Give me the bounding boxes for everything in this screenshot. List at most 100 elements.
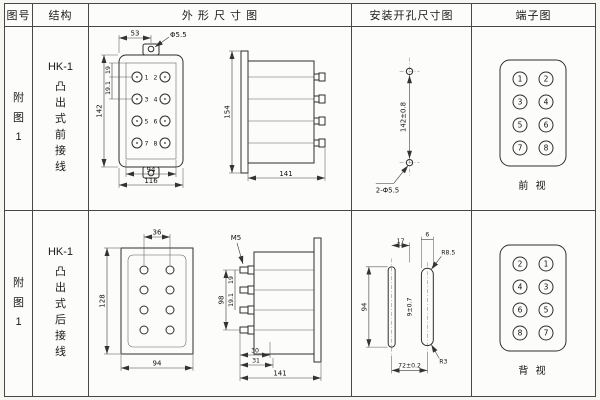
side-studs <box>313 72 326 148</box>
dim-label: M5 <box>231 234 242 242</box>
terminal-numbers: 1 2 3 4 5 6 7 8 <box>145 75 158 148</box>
front-view-dimensions: 53 Φ5.5 142 19 19.1 94 <box>96 30 187 188</box>
spec-table: 图号 结构 外 形 尺 寸 图 安装开孔尺寸图 端子图 附 图 1 HK-1 凸… <box>4 3 596 397</box>
row2-terminal-cell: 2 1 4 3 6 5 8 7 背 视 <box>472 211 595 396</box>
terminal-number: 7 <box>517 144 522 153</box>
row1-terminal-cell: 1 2 3 4 5 6 7 8 前 视 <box>472 27 595 211</box>
terminal-number: 4 <box>517 283 522 292</box>
dim-label: 31 <box>252 358 260 365</box>
terminal-number: 4 <box>154 97 158 104</box>
outline-front-wiring-drawing: 1 2 3 4 5 6 7 8 53 Φ5.5 <box>96 30 326 188</box>
dim-label: 94 <box>153 360 162 368</box>
terminal-number: 3 <box>517 98 522 107</box>
view-label: 前 视 <box>518 179 547 192</box>
dim-label: 19.1 <box>105 81 112 95</box>
terminal-number: 5 <box>543 306 548 315</box>
dim-label: R3 <box>439 358 447 365</box>
rear-side-view: M5 98 19 19.1 30 31 141 <box>218 234 322 381</box>
dim-label: 36 <box>153 229 162 237</box>
header-structure: 结构 <box>33 4 89 27</box>
terminal-number: 6 <box>543 121 548 130</box>
header-terminal: 端子图 <box>472 4 595 27</box>
dim-label: 9±0.7 <box>407 297 414 316</box>
model-label: HK-1 <box>47 246 74 259</box>
front-view: 1 2 3 4 5 6 7 8 <box>118 43 184 179</box>
terminal-number: 6 <box>154 119 158 126</box>
terminal-number: 8 <box>543 144 548 153</box>
terminal-front-view-drawing: 1 2 3 4 5 6 7 8 前 视 <box>499 59 566 192</box>
header-terminal-label: 端子图 <box>515 10 552 22</box>
rear-view: 36 128 94 <box>99 229 194 371</box>
terminal-number: 1 <box>145 75 149 82</box>
terminal-number: 7 <box>543 329 548 338</box>
dim-label: 72±0.2 <box>398 362 421 369</box>
dim-label: 141 <box>279 170 292 178</box>
header-outline: 外 形 尺 寸 图 <box>89 4 352 27</box>
dim-label: 19 <box>105 66 112 74</box>
row2-outline-cell: 36 128 94 <box>89 211 352 396</box>
dim-label: 53 <box>131 30 140 38</box>
dim-label: 142 <box>96 104 104 117</box>
terminal-number: 8 <box>154 141 158 148</box>
fig-label: 附 图 1 <box>13 91 24 144</box>
install-front-wiring-drawing: 142±0.8 2-Φ5.5 <box>376 57 420 194</box>
header-fig-no-label: 图号 <box>6 10 31 22</box>
dim-label: Φ5.5 <box>170 31 187 39</box>
rear-holes <box>139 265 175 335</box>
row1-install-cell: 142±0.8 2-Φ5.5 <box>352 27 472 211</box>
terminal-number: 3 <box>145 97 149 104</box>
dim-label: 128 <box>99 294 107 307</box>
dim-label: R8.5 <box>441 249 455 256</box>
terminal-circles: 2 1 4 3 6 5 8 7 <box>512 256 553 341</box>
row2-fig-label-cell: 附 图 1 <box>5 211 33 396</box>
dim-label: 17 <box>397 238 405 245</box>
terminal-number: 8 <box>517 329 522 338</box>
terminal-number: 1 <box>517 75 522 84</box>
dim-label: 94 <box>360 302 368 311</box>
outline-rear-wiring-drawing: 36 128 94 <box>99 229 322 381</box>
install-slots-drawing: 17 6 R8.5 94 9±0.7 72±0.2 R3 <box>360 232 455 374</box>
terminal-number: 2 <box>517 260 522 269</box>
structure-desc: 凸 出 式 后 接 线 <box>55 266 66 358</box>
terminal-circles: 1 2 3 4 5 6 7 8 <box>512 71 553 156</box>
row1-fig-label-cell: 附 图 1 <box>5 27 33 211</box>
dim-label: 154 <box>224 105 232 119</box>
dim-label: 142±0.8 <box>400 102 408 132</box>
view-label: 背 视 <box>518 364 547 377</box>
terminal-number: 3 <box>543 283 548 292</box>
rear-studs <box>239 265 255 335</box>
row2-install-cell: 17 6 R8.5 94 9±0.7 72±0.2 R3 <box>352 211 472 396</box>
fig-label: 附 图 1 <box>13 276 24 329</box>
header-install: 安装开孔尺寸图 <box>352 4 472 27</box>
header-structure-label: 结构 <box>48 10 73 22</box>
header-install-label: 安装开孔尺寸图 <box>369 10 454 22</box>
header-outline-label: 外 形 尺 寸 图 <box>181 10 259 22</box>
terminal-rear-view-drawing: 2 1 4 3 6 5 8 7 背 视 <box>499 244 566 377</box>
model-label: HK-1 <box>47 61 74 74</box>
terminal-block-outline <box>499 59 566 167</box>
dim-label: 6 <box>425 232 429 239</box>
terminal-number: 6 <box>517 306 522 315</box>
side-view: 154 141 <box>224 50 326 181</box>
dim-label: 141 <box>273 370 286 378</box>
terminal-block-outline <box>499 244 566 352</box>
terminal-number: 2 <box>154 75 158 82</box>
dim-label: 98 <box>218 296 226 305</box>
row1-structure-cell: HK-1 凸 出 式 前 接 线 <box>33 27 89 211</box>
dim-label: 19.1 <box>228 293 235 307</box>
structure-desc: 凸 出 式 前 接 线 <box>55 81 66 173</box>
row1-outline-cell: 1 2 3 4 5 6 7 8 53 Φ5.5 <box>89 27 352 211</box>
dim-label: 94 <box>147 166 156 174</box>
install-holes-drawing: 142±0.8 2-Φ5.5 <box>376 57 420 194</box>
terminal-number: 4 <box>543 98 548 107</box>
terminal-number: 1 <box>543 260 548 269</box>
terminal-number: 7 <box>145 141 149 148</box>
terminal-number: 5 <box>145 119 149 126</box>
dim-label: 116 <box>144 177 158 185</box>
dim-label: 30 <box>251 348 259 355</box>
dim-label: 2-Φ5.5 <box>376 186 399 194</box>
header-fig-no: 图号 <box>5 4 33 27</box>
install-rear-wiring-drawing: 17 6 R8.5 94 9±0.7 72±0.2 R3 <box>360 232 455 374</box>
terminal-number: 5 <box>517 121 522 130</box>
dim-label: 19 <box>228 276 235 284</box>
